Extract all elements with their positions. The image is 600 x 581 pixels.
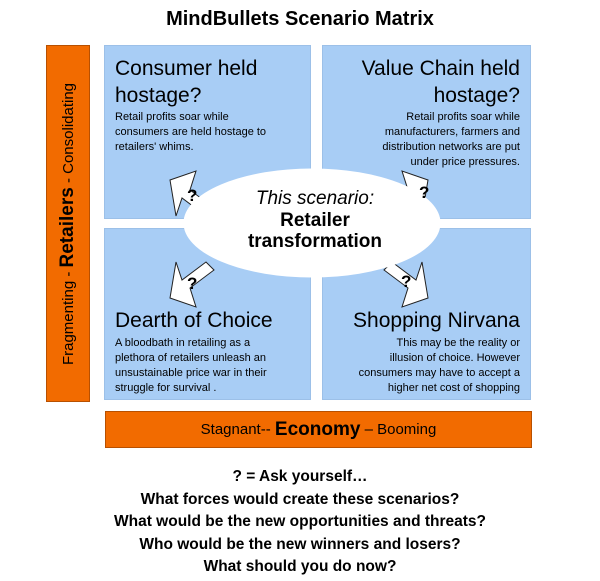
quadrant-desc-line: distribution networks are put <box>382 141 520 153</box>
question-mark-bottom-right: ? <box>401 272 412 291</box>
quadrant-desc-line: Retail profits soar while <box>406 111 520 123</box>
axis-label-fragmenting: Fragmenting - <box>60 266 77 365</box>
retailers-axis-bar: Fragmenting - Retailers - Consolidating <box>46 45 90 402</box>
question-line: What forces would create these scenarios… <box>140 490 460 508</box>
axis-label-economy: Economy <box>274 418 361 440</box>
quadrant-title: Dearth of Choice <box>115 309 273 332</box>
page-title: MindBullets Scenario Matrix <box>166 8 434 30</box>
quadrant-desc-line: Retail profits soar while <box>115 111 229 123</box>
quadrant-desc-line: under price pressures. <box>410 156 520 168</box>
quadrant-desc-line: A bloodbath in retailing as a <box>115 337 251 349</box>
quadrant-desc-line: This may be the reality or <box>396 337 521 349</box>
center-line-2: Retailer <box>280 210 350 231</box>
quadrant-title-line: Value Chain held <box>361 57 520 80</box>
quadrant-desc-line: manufacturers, farmers and <box>384 126 520 138</box>
question-line: What should you do now? <box>203 558 397 575</box>
economy-axis-bar: Stagnant-- Economy – Booming <box>105 411 532 448</box>
axis-label-stagnant: Stagnant-- <box>200 421 275 438</box>
quadrant-desc-line: unsustainable price war in their <box>115 367 267 379</box>
quadrant-desc-line: retailers' whims. <box>115 141 194 153</box>
question-mark-top-right: ? <box>419 183 430 202</box>
question-mark-bottom-left: ? <box>187 274 198 293</box>
quadrant-title-line: hostage? <box>433 84 520 107</box>
center-line-3: transformation <box>247 231 383 252</box>
quadrant-title: Shopping Nirvana <box>353 309 520 332</box>
quadrant-title-line: hostage? <box>115 84 202 107</box>
quadrant-desc-line: higher net cost of shopping <box>387 382 520 394</box>
axis-label-retailers: Retailers <box>57 186 78 267</box>
question-line: Who would be the new winners and losers? <box>139 535 461 553</box>
quadrant-desc-line: consumers may have to accept a <box>358 367 520 379</box>
quadrant-shopping-nirvana: Shopping Nirvana This may be the reality… <box>322 228 531 400</box>
quadrant-desc-line: struggle for survival . <box>115 382 217 394</box>
axis-label-booming: – Booming <box>360 421 437 438</box>
question-line: What would be the new opportunities and … <box>114 513 486 530</box>
question-mark-top-left: ? <box>187 186 198 205</box>
center-label: This scenario: Retailer transformation <box>190 188 440 252</box>
quadrant-desc-line: plethora of retailers unleash an <box>115 352 267 364</box>
center-line-1: This scenario: <box>255 188 375 209</box>
quadrant-desc-line: consumers are held hostage to <box>115 126 267 138</box>
quadrant-desc-line: illusion of choice. However <box>389 352 520 364</box>
axis-label-consolidating: - Consolidating <box>60 82 77 187</box>
ask-yourself-questions: ? = Ask yourself… What forces would crea… <box>0 466 600 579</box>
quadrant-title-line: Consumer held <box>115 57 258 80</box>
center-ellipse <box>183 168 441 278</box>
arrow-bottom-left <box>169 261 215 308</box>
question-line: ? = Ask yourself… <box>232 468 368 485</box>
